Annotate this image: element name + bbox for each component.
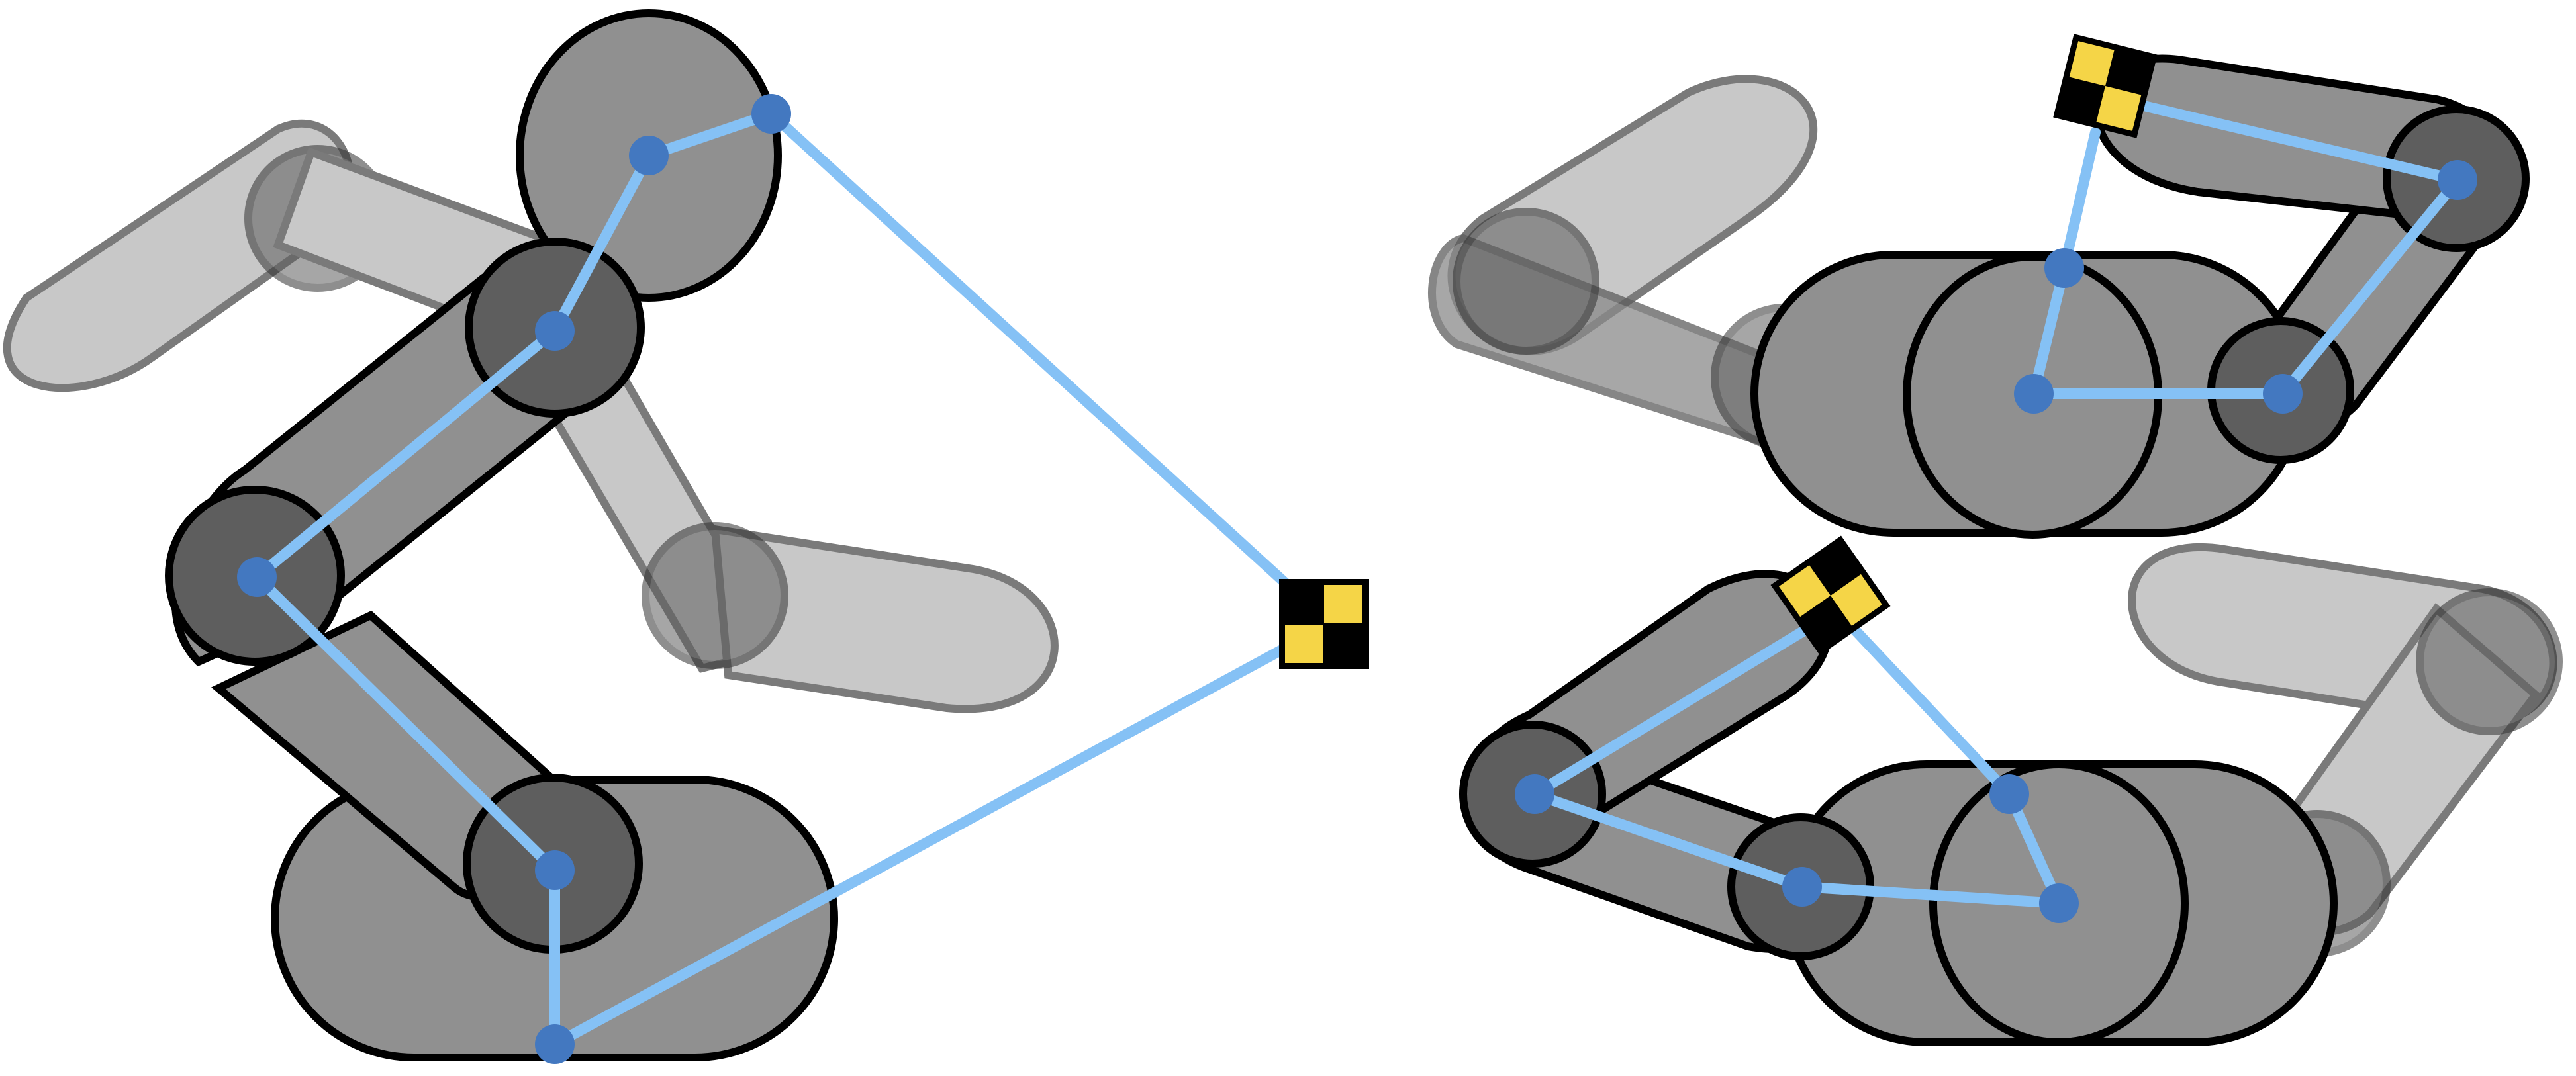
left-link-line: [549, 150, 654, 336]
right-top-kinematic-links: [2028, 91, 2463, 399]
right-top-link-line: [2059, 127, 2101, 273]
right-bottom-robot: [1459, 535, 2563, 1046]
right-top-node: [2263, 374, 2303, 414]
right-bottom-link-line: [1529, 623, 1813, 799]
ghost-joint-upper: [2416, 588, 2563, 735]
left-node: [629, 136, 669, 175]
left-link-line: [252, 326, 560, 582]
right-bottom-node: [1989, 774, 2029, 814]
left-node: [535, 850, 575, 890]
right-bottom-link-line: [1529, 789, 1807, 892]
right-top-link-line: [2277, 175, 2463, 399]
right-top-node: [2014, 374, 2054, 414]
right-bottom-link-line: [2004, 789, 2064, 909]
left-link-line: [549, 623, 1326, 1050]
right-bottom-link-line: [1848, 623, 2015, 799]
right-bottom-link-line: [1797, 881, 2064, 909]
right-top-robot: [1428, 34, 2530, 539]
left-panel: [3, 9, 1369, 1064]
ghost-joint-bottom: [642, 522, 788, 669]
right-top-link-line: [2028, 263, 2070, 399]
right-bottom-kinematic-links: [1529, 623, 2064, 909]
left-node: [535, 311, 575, 351]
left-ghost-arm: [3, 119, 1059, 713]
right-bottom-node: [2039, 883, 2079, 923]
checkered-target-icon: [1770, 535, 1891, 656]
right-top-node: [2438, 160, 2477, 200]
left-node: [535, 1024, 575, 1064]
left-node: [237, 557, 277, 597]
right-top-node: [2044, 248, 2084, 288]
right-top-link-line: [2097, 91, 2463, 185]
ghost-link-bottom-right: [710, 524, 1059, 713]
right-bottom-node: [1515, 774, 1554, 814]
ghost-joint-left: [1453, 208, 1599, 355]
right-bottom-node: [1782, 867, 1822, 907]
checkered-target-icon: [2053, 34, 2158, 138]
left-link-line: [644, 109, 777, 161]
left-link-line: [766, 109, 1326, 621]
left-kinematic-links: [252, 109, 1326, 1050]
left-link-line: [252, 572, 560, 875]
checkered-target-icon: [1279, 579, 1369, 669]
left-node: [751, 94, 791, 134]
